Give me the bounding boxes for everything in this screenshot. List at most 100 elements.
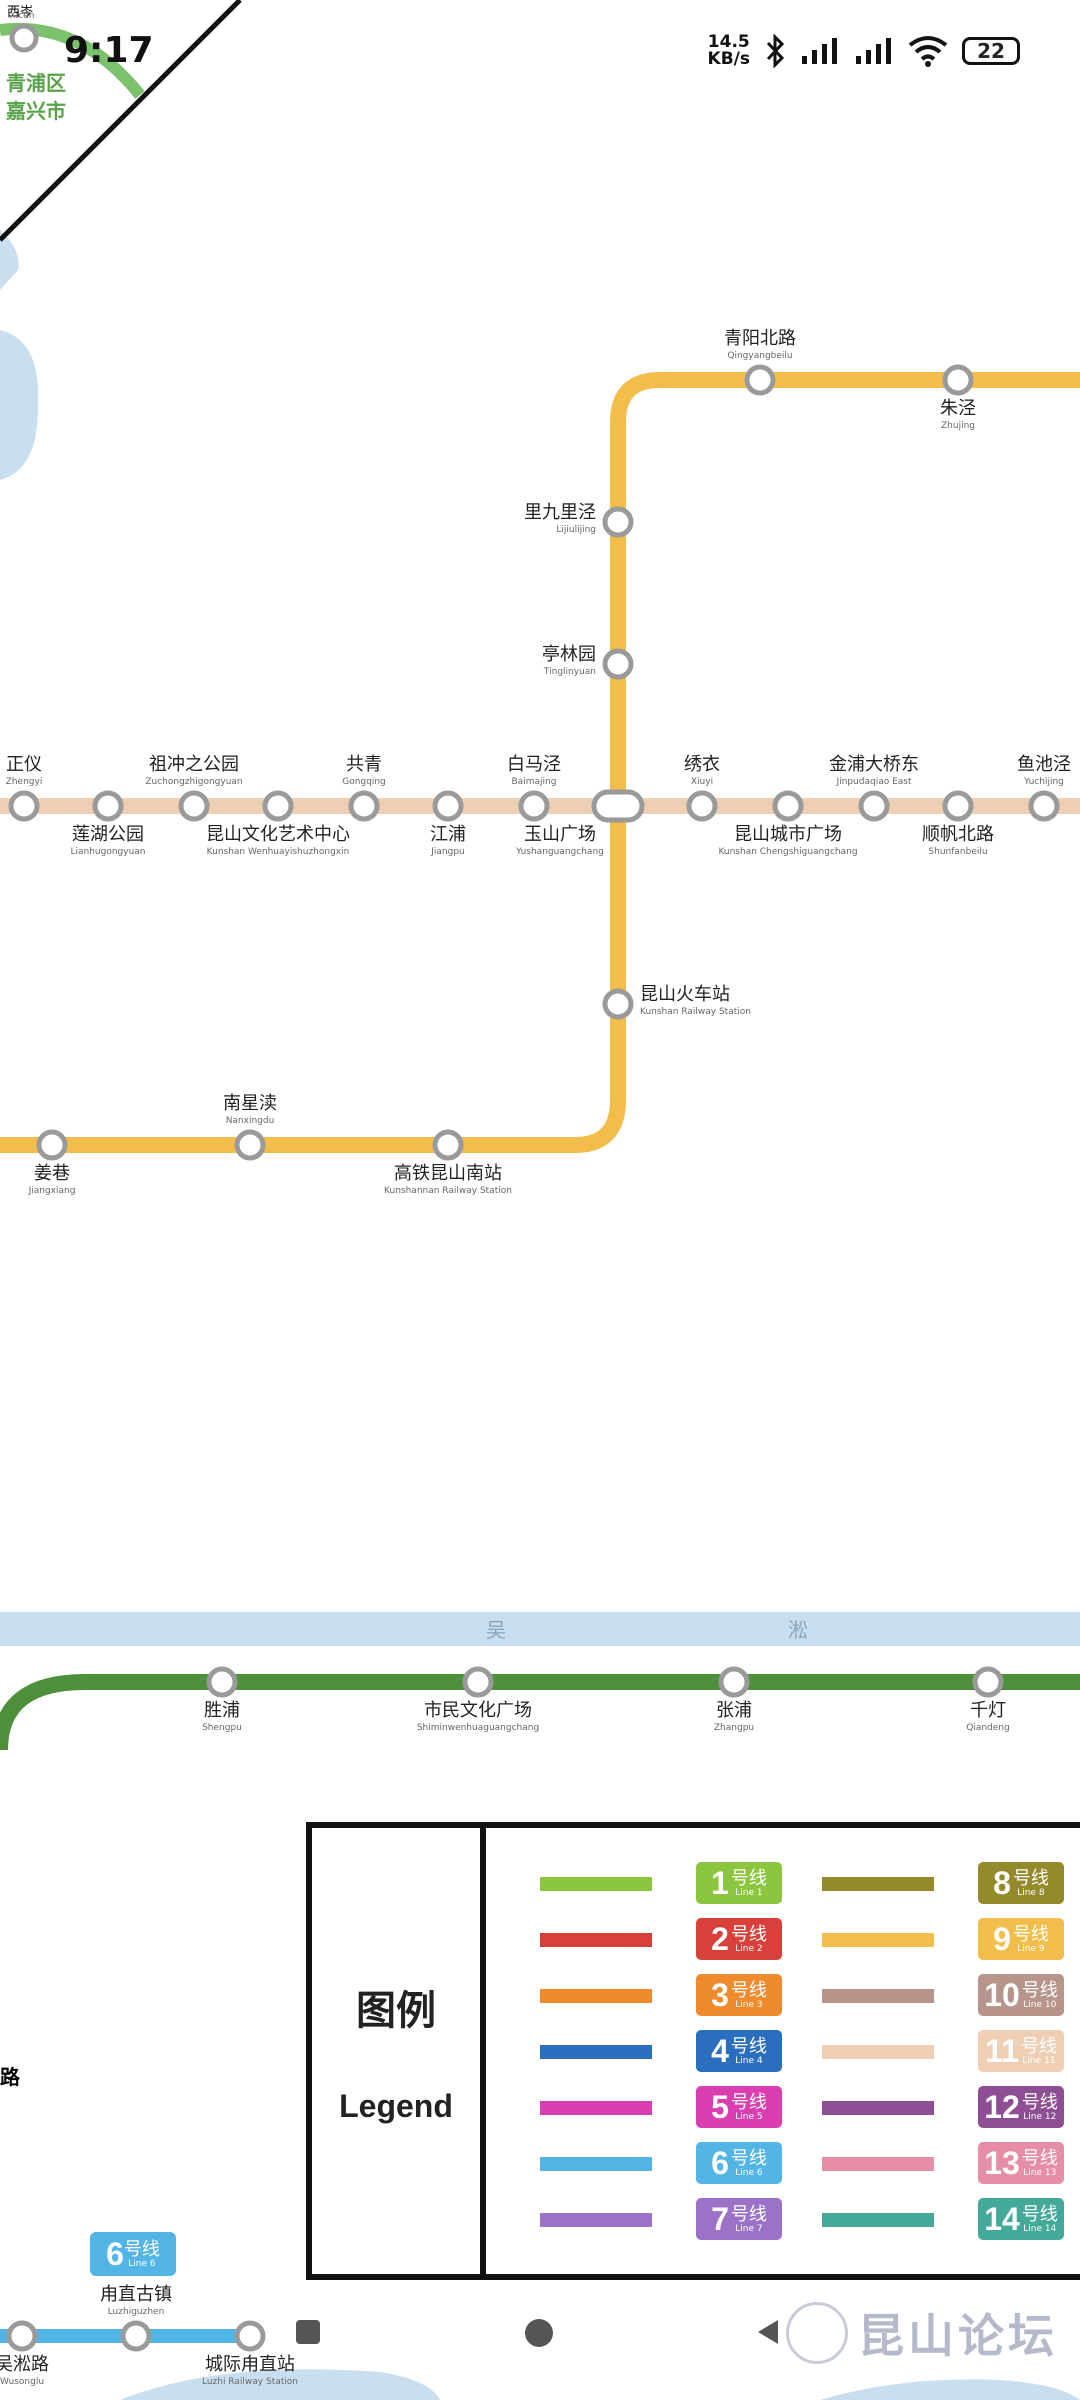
station-marker[interactable] [772, 790, 804, 822]
legend-badge-en: Line 13 [1023, 2167, 1057, 2178]
back-button[interactable] [754, 2318, 782, 2346]
station-name-en: Lianhugongyuan [70, 847, 145, 857]
speed-unit: KB/s [707, 49, 750, 69]
legend-badge-en: Line 2 [735, 1943, 763, 1954]
legend-line-swatch [822, 2101, 934, 2115]
badge-en: Line 6 [128, 2258, 156, 2269]
station-name-cn: 祖冲之公园 [149, 754, 239, 775]
station-name-cn: 青阳北路 [724, 328, 796, 349]
station-marker[interactable] [348, 790, 380, 822]
legend-badge-cn: 号线 [730, 1867, 767, 1889]
status-icons: 14.5 KB/s 22 [708, 34, 1020, 68]
legend-badge-en: Line 6 [735, 2167, 763, 2178]
home-button[interactable] [524, 2318, 554, 2348]
station-marker[interactable] [262, 790, 294, 822]
legend-title-cn: 图例 [356, 1988, 436, 2034]
legend-badge-en: Line 3 [735, 1999, 763, 2010]
station-marker[interactable] [432, 1129, 464, 1161]
watermark-text: 昆山论坛 [858, 2309, 1058, 2363]
station-xicen[interactable] [9, 23, 39, 53]
station-marker[interactable] [518, 790, 550, 822]
station-marker[interactable] [972, 1666, 1004, 1698]
legend-badge-num: 9 [993, 1920, 1011, 1957]
station-marker[interactable] [92, 790, 124, 822]
station-marker[interactable] [234, 2320, 266, 2352]
legend-badge-en: Line 7 [735, 2223, 763, 2234]
legend-line-swatch [540, 2045, 652, 2059]
legend-badge-num: 8 [993, 1864, 1011, 1901]
legend-badge-cn: 号线 [1021, 2091, 1058, 2113]
station-marker[interactable] [462, 1666, 494, 1698]
station-name-cn: 高铁昆山南站 [394, 1163, 502, 1184]
legend-badge-num: 12 [984, 2088, 1020, 2125]
station-name-en: Zhangpu [714, 1723, 754, 1733]
legend-badge-num: 14 [984, 2200, 1020, 2237]
station-name-en: Jinpudaqiao East [835, 777, 911, 787]
status-time: 9:17 [64, 30, 154, 71]
station-marker[interactable] [602, 506, 634, 538]
station-name-cn: 亭林园 [542, 644, 596, 665]
legend-badge-en: Line 5 [735, 2111, 763, 2122]
station-name-en: Xiuyi [691, 777, 713, 787]
station-name-cn: 玉山广场 [524, 824, 596, 845]
signal-icon-2 [856, 38, 891, 64]
recents-button[interactable] [294, 2318, 322, 2346]
station-name-cn: 共青 [346, 754, 382, 775]
legend-line-swatch [822, 1933, 934, 1947]
station-marker[interactable] [8, 790, 40, 822]
interchange-yushan[interactable] [591, 789, 645, 823]
wifi-icon [908, 36, 948, 67]
station-marker[interactable] [858, 790, 890, 822]
station-name-cn: 姜巷 [34, 1163, 70, 1184]
station-name-en: Kunshan Chengshiguangchang [718, 847, 857, 857]
river-wusong [0, 1612, 1080, 1646]
station-marker[interactable] [206, 1666, 238, 1698]
legend-badge-cn: 号线 [1021, 2203, 1058, 2225]
station-marker[interactable] [744, 364, 776, 396]
station-marker[interactable] [602, 648, 634, 680]
station-marker[interactable] [1028, 790, 1060, 822]
station-name-cn: 甪直古镇 [100, 2284, 172, 2305]
station-name-en: Gongqing [342, 777, 386, 787]
edge-char: 路 [0, 2065, 21, 2089]
water-bottom [120, 2369, 440, 2400]
station-marker[interactable] [234, 1129, 266, 1161]
station-name-en: Qiandeng [966, 1723, 1009, 1733]
station-name-cn: 金浦大桥东 [829, 754, 919, 775]
station-marker[interactable] [602, 988, 634, 1020]
station-marker[interactable] [120, 2320, 152, 2352]
station-marker[interactable] [36, 1129, 68, 1161]
legend-line-swatch [540, 1989, 652, 2003]
station-marker[interactable] [942, 790, 974, 822]
station-name-cn: 鱼池泾 [1017, 754, 1071, 775]
station-marker[interactable] [432, 790, 464, 822]
station-marker[interactable] [718, 1666, 750, 1698]
station-marker[interactable] [178, 790, 210, 822]
legend-badge-en: Line 4 [735, 2055, 763, 2066]
station-name-en: Wusonglu [0, 2377, 44, 2387]
station-marker[interactable] [942, 364, 974, 396]
station-name-cn: 莲湖公园 [72, 824, 144, 845]
legend-badge-en: Line 12 [1023, 2111, 1057, 2122]
station-name-cn: 昆山火车站 [640, 984, 730, 1005]
station-name-cn: 江浦 [430, 824, 466, 845]
legend-line-swatch [540, 2213, 652, 2227]
station-marker[interactable] [686, 790, 718, 822]
legend-row: 8 号线 Line 8 [312, 1862, 1080, 1906]
legend-badge-num: 10 [984, 1976, 1020, 2013]
station-marker[interactable] [6, 2320, 38, 2352]
legend-badge-cn: 号线 [730, 2035, 767, 2057]
legend-badge-en: Line 8 [1017, 1887, 1045, 1898]
